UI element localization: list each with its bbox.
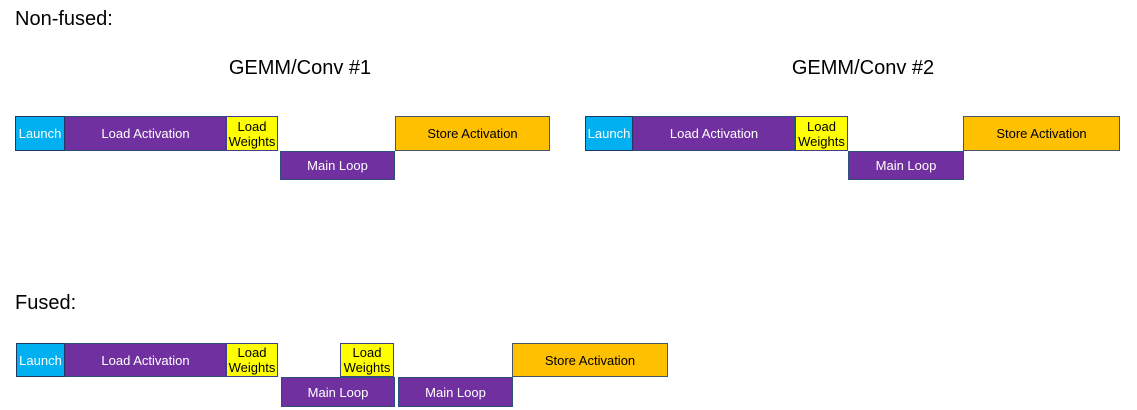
- block-load-weights: Load Weights: [226, 116, 278, 151]
- gemm-conv-2-title: GEMM/Conv #2: [791, 57, 935, 79]
- block-launch: Launch: [15, 116, 65, 151]
- block-load-weights: Load Weights: [226, 343, 278, 377]
- fused-section-label: Fused:: [15, 292, 77, 314]
- block-load-activation: Load Activation: [65, 116, 226, 151]
- block-main-loop: Main Loop: [281, 377, 395, 407]
- block-load-activation: Load Activation: [633, 116, 795, 151]
- block-store-activation: Store Activation: [963, 116, 1120, 151]
- nonfused-section-label: Non-fused:: [15, 8, 113, 30]
- block-main-loop: Main Loop: [398, 377, 513, 407]
- block-main-loop: Main Loop: [848, 151, 964, 180]
- gemm-conv-1-title: GEMM/Conv #1: [228, 57, 372, 79]
- block-launch: Launch: [16, 343, 65, 377]
- block-store-activation: Store Activation: [395, 116, 550, 151]
- block-main-loop: Main Loop: [280, 151, 395, 180]
- block-load-activation: Load Activation: [65, 343, 226, 377]
- block-store-activation: Store Activation: [512, 343, 668, 377]
- block-load-weights: Load Weights: [340, 343, 394, 377]
- block-launch: Launch: [585, 116, 633, 151]
- block-load-weights: Load Weights: [795, 116, 848, 151]
